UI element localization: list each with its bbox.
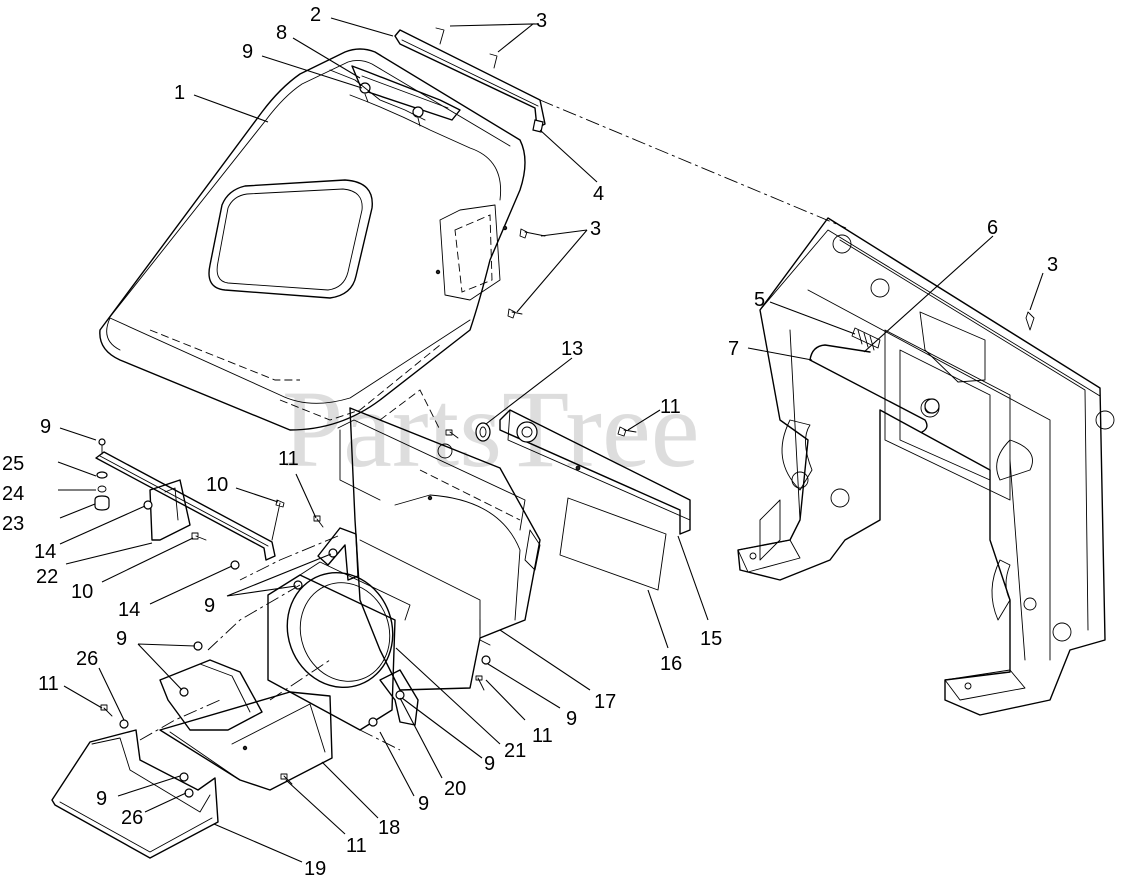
callout-label-9: 9 <box>96 788 107 810</box>
callout-label-21: 21 <box>504 740 526 762</box>
grommet-part <box>475 422 491 442</box>
callout-label-9: 9 <box>116 628 127 650</box>
callout-label-3: 3 <box>1047 254 1058 276</box>
callout-label-11: 11 <box>532 725 553 747</box>
alignment-lines-lower <box>139 535 401 751</box>
callout-label-6: 6 <box>987 217 998 239</box>
callout-label-9: 9 <box>40 416 51 438</box>
rod-assembly-part <box>809 327 940 433</box>
callout-label-11: 11 <box>660 396 681 418</box>
callout-label-9: 9 <box>242 41 253 63</box>
fan-ring-plate-part <box>267 561 411 731</box>
callout-label-16: 16 <box>660 653 682 675</box>
callout-label-11: 11 <box>278 448 299 470</box>
bracket-upper-left-part <box>317 527 359 581</box>
callout-label-26: 26 <box>121 807 143 829</box>
watermark-text: PartsTree <box>282 368 700 490</box>
screw-11-upper <box>617 426 637 437</box>
cross-tube-part <box>499 409 691 591</box>
callout-label-14: 14 <box>118 599 140 621</box>
deflector-rod-assembly <box>94 438 285 570</box>
callout-label-1: 1 <box>174 82 185 104</box>
deflector-18-part <box>159 691 333 791</box>
leader-lines <box>57 17 1044 863</box>
callout-label-3: 3 <box>536 10 547 32</box>
top-bracket-part <box>394 27 546 133</box>
callout-label-14: 14 <box>34 541 56 563</box>
callout-label-19: 19 <box>304 858 326 880</box>
hood-side-screws <box>507 228 546 319</box>
callout-label-2: 2 <box>310 4 321 26</box>
callout-label-26: 26 <box>76 648 98 670</box>
callout-label-23: 23 <box>2 513 24 535</box>
callout-label-4: 4 <box>593 183 604 205</box>
alignment-line <box>539 99 847 229</box>
callout-label-9: 9 <box>204 595 215 617</box>
callout-label-24: 24 <box>2 483 24 505</box>
upper-deflector-part <box>159 641 263 731</box>
bracket-20-part <box>379 669 419 726</box>
deflector-19-part <box>51 704 219 859</box>
hood-part <box>99 48 526 431</box>
callout-label-11: 11 <box>346 835 367 857</box>
callout-label-10: 10 <box>206 474 228 496</box>
callout-label-17: 17 <box>594 691 616 713</box>
callout-label-10: 10 <box>71 581 93 603</box>
callout-label-11: 11 <box>38 673 59 695</box>
callout-label-8: 8 <box>276 22 287 44</box>
callout-label-13: 13 <box>561 338 583 360</box>
frame-part <box>737 217 1115 716</box>
latch-part <box>329 65 461 127</box>
callout-label-9: 9 <box>484 753 495 775</box>
callout-label-18: 18 <box>378 817 400 839</box>
callout-label-3: 3 <box>590 218 601 240</box>
callout-label-5: 5 <box>754 289 765 311</box>
callout-label-7: 7 <box>728 338 739 360</box>
callout-label-9: 9 <box>418 793 429 815</box>
callout-label-15: 15 <box>700 628 722 650</box>
callout-label-9: 9 <box>566 708 577 730</box>
callout-label-20: 20 <box>444 778 466 800</box>
callout-label-22: 22 <box>36 566 58 588</box>
callout-labels: 1 2 3 3 3 4 5 6 7 8 9 9 9 9 9 9 9 9 10 1… <box>2 4 1058 880</box>
callout-label-25: 25 <box>2 453 24 475</box>
